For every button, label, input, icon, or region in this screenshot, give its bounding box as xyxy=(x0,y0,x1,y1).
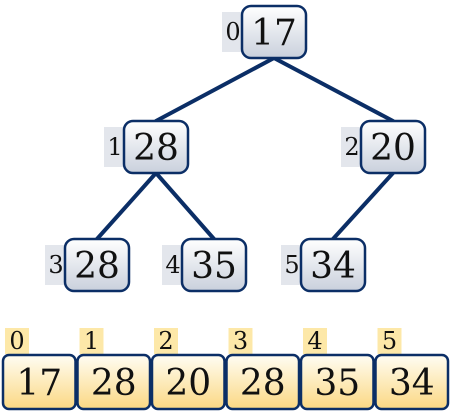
array-cell: 328 xyxy=(225,327,301,411)
array-value-label: 35 xyxy=(314,363,360,404)
tree-edge xyxy=(95,171,158,241)
array-cell-box xyxy=(150,353,226,411)
array-cell: 128 xyxy=(76,327,152,411)
tree-edge xyxy=(331,171,395,241)
node-value-label: 17 xyxy=(251,13,297,54)
node-index-label: 0 xyxy=(225,18,240,46)
array-cell: 220 xyxy=(150,327,226,411)
node-value-label: 20 xyxy=(370,128,416,169)
tree-node: 2 20 xyxy=(341,119,427,175)
tree-edge xyxy=(154,56,276,123)
node-index-label: 3 xyxy=(48,251,63,279)
node-box xyxy=(240,4,308,60)
array-index-tag xyxy=(377,328,402,354)
node-box xyxy=(359,119,427,175)
array-cell-box xyxy=(225,353,301,411)
tree-node: 0 17 xyxy=(222,4,308,60)
array-index-label: 5 xyxy=(382,327,397,355)
array-value-label: 28 xyxy=(240,363,286,404)
array-cell: 017 xyxy=(1,327,77,411)
array-index-label: 1 xyxy=(84,327,99,355)
array-index-tag xyxy=(5,328,29,354)
node-index-label: 4 xyxy=(165,251,180,279)
array-index-tag xyxy=(154,328,178,354)
array-index-label: 3 xyxy=(233,327,248,355)
array-index-tag xyxy=(303,328,327,354)
array-index-label: 0 xyxy=(9,327,24,355)
array-cell: 534 xyxy=(374,327,450,411)
node-value-label: 28 xyxy=(133,128,179,169)
tree-node: 3 28 xyxy=(45,237,131,293)
array-value-label: 20 xyxy=(165,363,211,404)
node-value-label: 28 xyxy=(74,246,120,287)
tree-edge xyxy=(272,56,395,123)
array-index-label: 2 xyxy=(158,327,173,355)
array-index-tag xyxy=(79,328,104,354)
node-index-label: 1 xyxy=(107,133,122,161)
array-value-label: 34 xyxy=(389,363,435,404)
tree-edge xyxy=(154,171,216,241)
node-index-label: 2 xyxy=(344,133,359,161)
array-index-tag xyxy=(228,328,253,354)
node-box xyxy=(63,237,131,293)
tree-node: 1 28 xyxy=(104,119,190,175)
tree-edges xyxy=(95,56,395,241)
tree-node: 4 35 xyxy=(162,237,248,293)
array-cell-box xyxy=(299,353,375,411)
array-cell-box xyxy=(374,353,450,411)
array-value-label: 17 xyxy=(16,363,62,404)
array-cell-box xyxy=(1,353,77,411)
node-box xyxy=(299,237,367,293)
array-cell: 435 xyxy=(299,327,375,411)
node-box xyxy=(180,237,248,293)
node-value-label: 34 xyxy=(310,246,356,287)
array-cell-box xyxy=(76,353,152,411)
array-value-label: 28 xyxy=(91,363,137,404)
tree-node: 5 34 xyxy=(281,237,367,293)
node-value-label: 35 xyxy=(191,246,237,287)
node-index-label: 5 xyxy=(284,251,299,279)
array-index-label: 4 xyxy=(307,327,322,355)
tree-nodes: 0 17 1 28 2 20 3 28 4 35 5 34 xyxy=(45,4,427,293)
node-box xyxy=(122,119,190,175)
